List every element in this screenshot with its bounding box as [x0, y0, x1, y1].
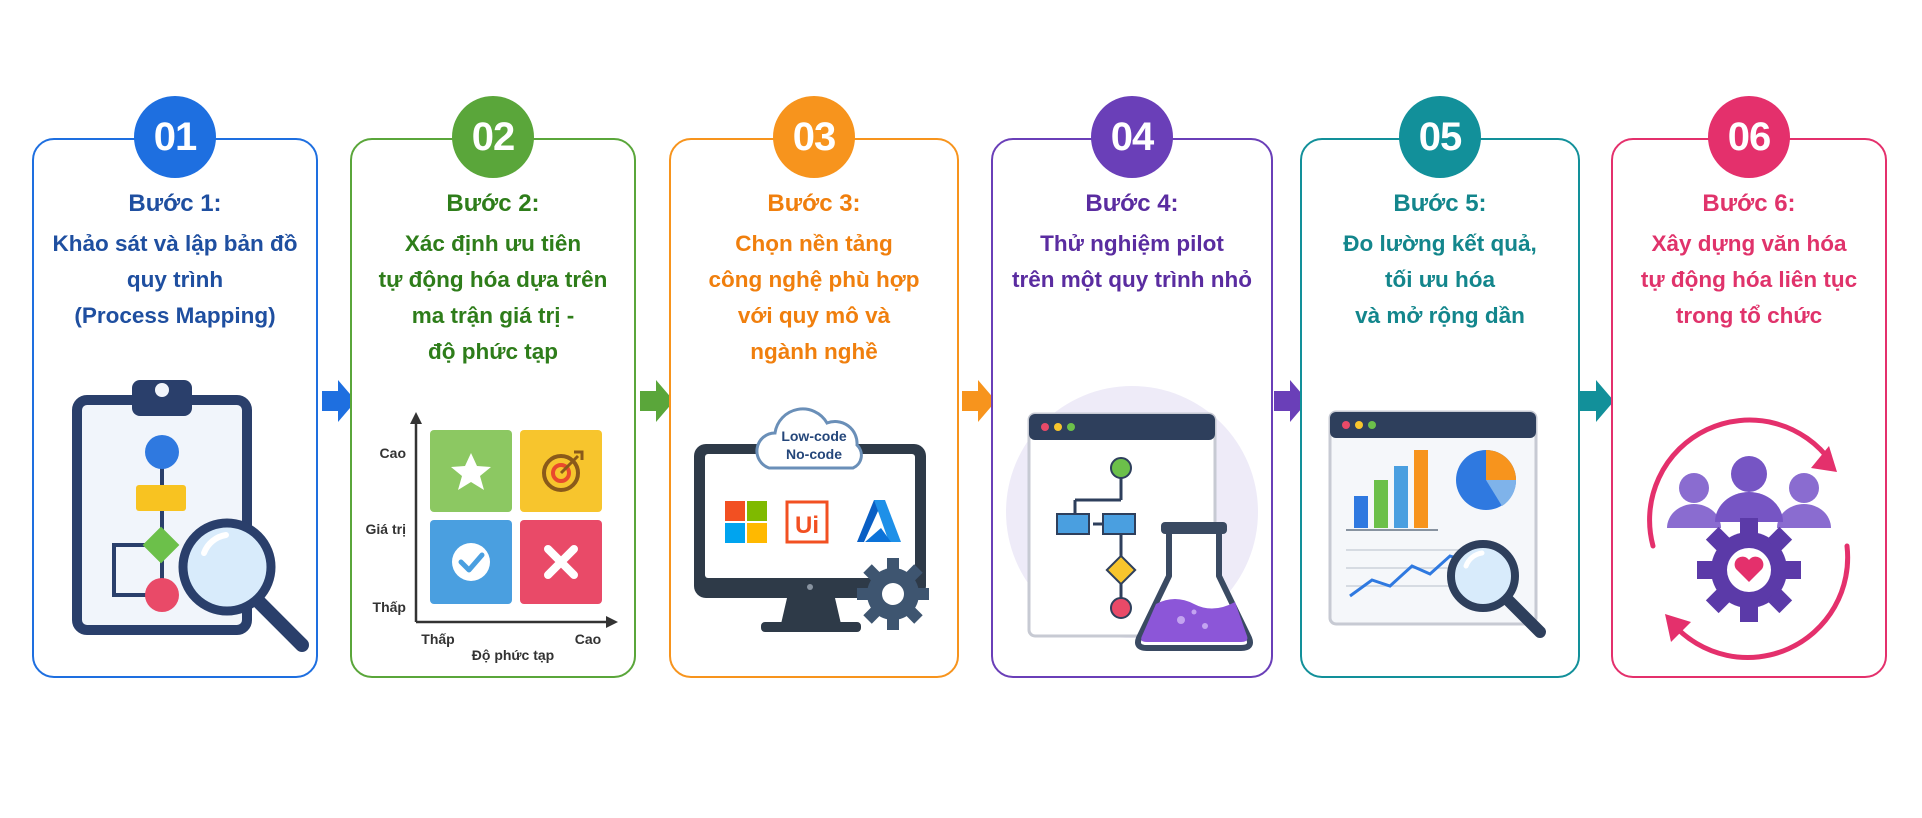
step-3-desc-line: ngành nghề: [750, 339, 878, 364]
step-2-desc-line: ma trận giá trị -: [411, 303, 575, 328]
step-6-desc-line: Xây dựng văn hóa: [1651, 231, 1847, 256]
step-1-desc-line: Khảo sát và lập bản đồ: [52, 231, 298, 256]
uipath-logo-icon: Ui: [785, 500, 829, 544]
step-6-title: Bước 6:: [1702, 190, 1796, 217]
step-2-title: Bước 2:: [446, 190, 540, 217]
step-3-desc-line: công nghệ phù hợp: [708, 267, 920, 292]
step-5: 05 Bước 5: Đo lường kết quả, tối ưu hóa …: [1300, 0, 1580, 818]
magnifier-icon: [178, 518, 309, 652]
cross-icon: [544, 545, 578, 579]
arrow-step-2-to-3: [640, 380, 674, 422]
check-icon: [452, 543, 490, 581]
arrow-right-icon: [1274, 380, 1308, 422]
step-3-desc-line: với quy mô và: [737, 303, 891, 328]
step-5-badge: 05: [1399, 96, 1481, 178]
step-5-desc-line: và mở rộng dần: [1355, 303, 1525, 328]
pilot-illustration: [1006, 386, 1258, 651]
platform-illustration: Low-code No-code Ui: [694, 407, 929, 632]
target-icon: [542, 450, 584, 492]
step-4-desc-line: trên một quy trình nhỏ: [1012, 267, 1252, 292]
step-2-desc-line: độ phức tạp: [427, 339, 559, 364]
step-4-desc-line: Thử nghiệm pilot: [1040, 231, 1224, 256]
matrix-x-axis-label: Độ phức tạp: [472, 647, 554, 663]
arrow-step-4-to-5: [1274, 380, 1308, 422]
star-icon: [451, 453, 491, 490]
step-2-badge: 02: [452, 96, 534, 178]
step-2-desc-line: Xác định ưu tiên: [404, 231, 582, 256]
step-1-title: Bước 1:: [128, 190, 222, 217]
matrix-y-high-label: Cao: [380, 445, 406, 461]
gear-heart-icon: [1697, 518, 1801, 622]
flowchart-icon: [1056, 457, 1137, 619]
step-3-desc-line: Chọn nền tảng: [735, 231, 893, 256]
step-3-description: Chọn nền tảng công nghệ phù hợp với quy …: [677, 226, 951, 370]
arrow-right-icon: [322, 380, 356, 422]
step-1-desc-line: quy trình: [126, 267, 224, 292]
dashboard-illustration: [1328, 410, 1546, 638]
culture-illustration: [1647, 417, 1851, 660]
magnifier-icon: [1447, 540, 1546, 638]
matrix-y-low-label: Thấp: [373, 599, 406, 615]
step-1-desc-line: (Process Mapping): [74, 303, 276, 328]
step-1-badge: 01: [134, 96, 216, 178]
step-4: 04 Bước 4: Thử nghiệm pilot trên một quy…: [991, 0, 1273, 818]
step-5-description: Đo lường kết quả, tối ưu hóa và mở rộng …: [1308, 226, 1572, 334]
step-5-desc-line: tối ưu hóa: [1384, 267, 1496, 292]
step-6-badge: 06: [1708, 96, 1790, 178]
matrix-x-low-label: Thấp: [421, 631, 454, 647]
step-1: 01 Bước 1: Khảo sát và lập bản đồ quy tr…: [32, 0, 318, 818]
value-complexity-matrix: Cao Giá trị Thấp Thấp Cao Độ phức tạp: [366, 412, 618, 663]
uipath-logo-text: Ui: [795, 512, 819, 539]
people-icon: [1667, 456, 1831, 528]
bar-chart-icon: [1346, 450, 1438, 531]
cycle-arrows-icon: [1647, 417, 1851, 660]
cloud-line-2: No-code: [786, 446, 842, 462]
step-1-description: Khảo sát và lập bản đồ quy trình (Proces…: [40, 226, 310, 334]
cloud-line-1: Low-code: [781, 428, 847, 444]
microsoft-logo-icon: [725, 501, 767, 543]
step-6-desc-line: tự động hóa liên tục: [1640, 267, 1858, 292]
flowchart-icon: [112, 435, 186, 612]
step-2-description: Xác định ưu tiên tự động hóa dựa trên ma…: [358, 226, 628, 370]
arrow-step-5-to-6: [1580, 380, 1614, 422]
azure-logo-icon: [857, 500, 901, 542]
step-6: 06 Bước 6: Xây dựng văn hóa tự động hóa …: [1611, 0, 1887, 818]
clipboard-illustration: [72, 380, 309, 652]
arrow-right-icon: [962, 380, 996, 422]
arrow-right-icon: [1580, 380, 1614, 422]
pie-chart-icon: [1456, 450, 1517, 510]
step-5-desc-line: Đo lường kết quả,: [1343, 231, 1537, 256]
step-4-badge: 04: [1091, 96, 1173, 178]
step-5-title: Bước 5:: [1393, 190, 1487, 217]
cloud-icon: Low-code No-code: [755, 407, 863, 470]
arrow-step-1-to-2: [322, 380, 356, 422]
matrix-y-axis-label: Giá trị: [366, 521, 406, 537]
step-3: 03 Bước 3: Chọn nền tảng công nghệ phù h…: [669, 0, 959, 818]
flask-icon: [1135, 522, 1253, 651]
arrow-step-3-to-4: [962, 380, 996, 422]
step-3-title: Bước 3:: [767, 190, 861, 217]
step-4-title: Bước 4:: [1085, 190, 1179, 217]
matrix-x-high-label: Cao: [575, 631, 601, 647]
step-2: 02 Bước 2: Xác định ưu tiên tự động hóa …: [350, 0, 636, 818]
arrow-right-icon: [640, 380, 674, 422]
step-6-desc-line: trong tổ chức: [1675, 303, 1823, 328]
step-4-description: Thử nghiệm pilot trên một quy trình nhỏ: [999, 226, 1265, 298]
step-3-badge: 03: [773, 96, 855, 178]
monitor-icon: [694, 444, 926, 632]
step-6-description: Xây dựng văn hóa tự động hóa liên tục tr…: [1619, 226, 1879, 334]
gear-icon: [857, 558, 929, 630]
step-2-desc-line: tự động hóa dựa trên: [378, 267, 608, 292]
